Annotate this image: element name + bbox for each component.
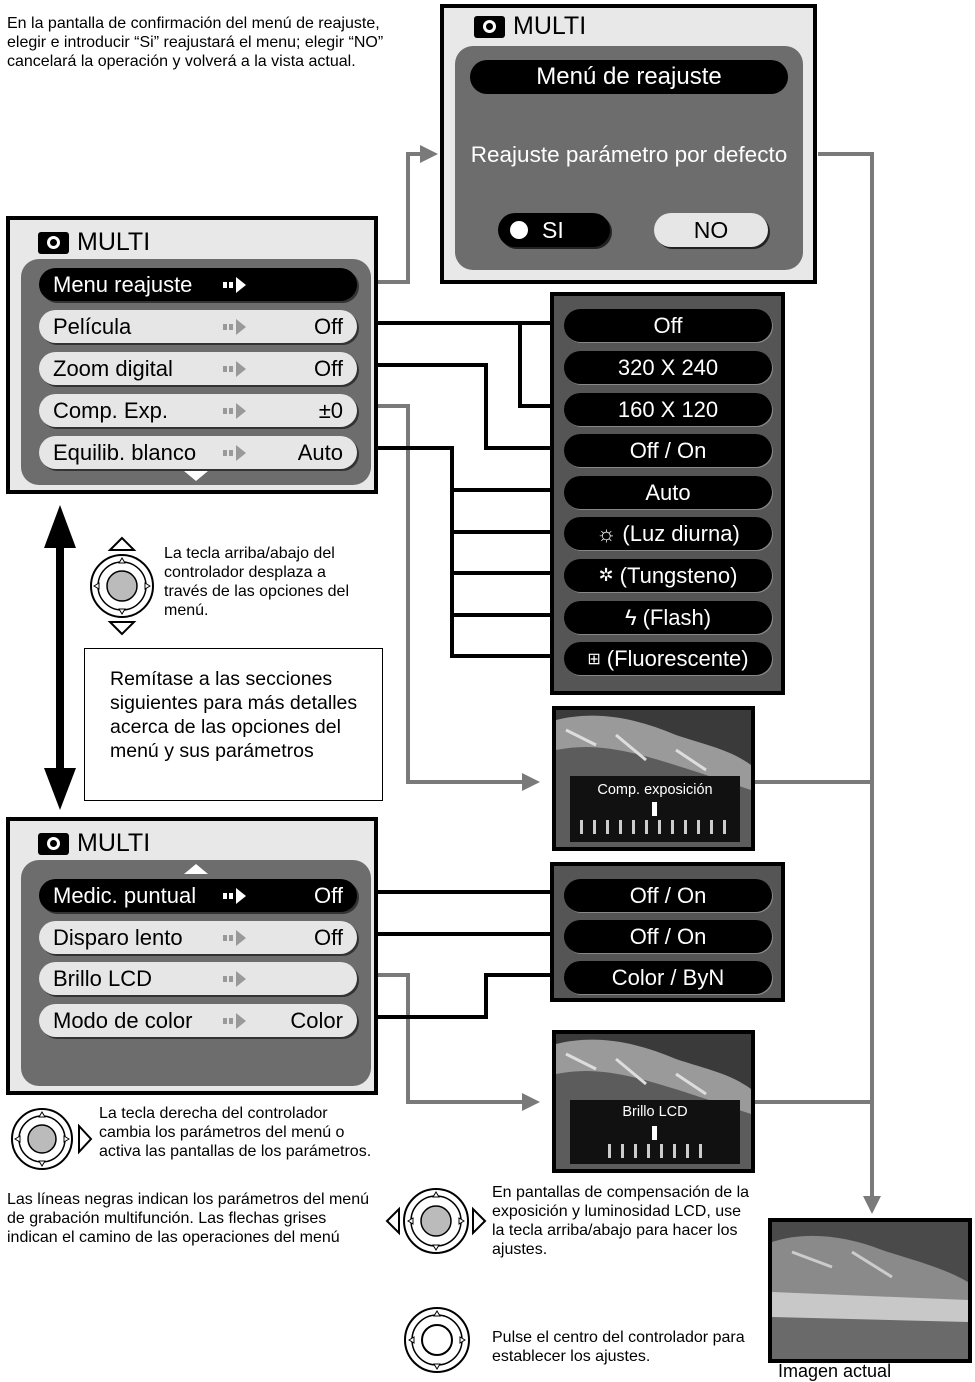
lcd-scale[interactable] — [608, 1144, 704, 1158]
exposure-indicator — [652, 802, 657, 816]
right-arrow-icon — [223, 971, 249, 987]
camera-icon — [474, 16, 505, 38]
live-image-caption: Imagen actual — [778, 1362, 891, 1381]
selected-dot-icon — [510, 221, 528, 239]
reference-box: Remítase a las secciones siguientes para… — [84, 648, 383, 801]
right-key-note-a: La tecla derecha del controlador cambia … — [99, 1104, 377, 1161]
lcd-indicator — [652, 1126, 657, 1140]
menu-item-reset[interactable]: Menu reajuste — [39, 268, 357, 301]
options-list-2: Off / On Off / On Color / ByN — [550, 862, 785, 1002]
reset-dialog: Menú de reajuste Reajuste parámetro por … — [455, 46, 803, 270]
multi-menu-page-2: MULTI Medic. puntual Off Disparo lento O… — [6, 817, 378, 1095]
right-arrow-icon — [223, 888, 249, 904]
option-320x240[interactable]: 320 X 240 — [564, 351, 772, 384]
option-spot-off-on[interactable]: Off / On — [564, 879, 772, 912]
exposure-scale[interactable] — [580, 820, 730, 834]
scroll-up-icon[interactable] — [184, 864, 208, 874]
option-off[interactable]: Off — [564, 309, 772, 342]
updown-note: La tecla arriba/abajo del controlador de… — [164, 544, 369, 620]
controller-right-icon — [7, 1104, 95, 1174]
sun-icon: ☼ — [596, 521, 616, 547]
flash-icon: ϟ — [625, 605, 637, 631]
option-tungsten[interactable]: ✲(Tungsteno) — [564, 559, 772, 592]
menu-item-exposure-comp[interactable]: Comp. Exp. ±0 — [39, 394, 357, 427]
right-arrow-icon — [223, 403, 249, 419]
option-160x120[interactable]: 160 X 120 — [564, 393, 772, 426]
no-button[interactable]: NO — [654, 213, 768, 247]
scroll-down-icon[interactable] — [184, 471, 208, 481]
exposure-comp-screen: Comp. exposición — [552, 706, 755, 851]
right-arrow-icon — [223, 930, 249, 946]
yes-button[interactable]: SI — [498, 213, 610, 247]
live-image — [768, 1218, 972, 1363]
option-color-bw[interactable]: Color / ByN — [564, 961, 772, 994]
option-daylight[interactable]: ☼(Luz diurna) — [564, 517, 772, 550]
multi-menu-page-1: MULTI Menu reajuste Película Off Zoom di… — [6, 216, 378, 494]
exposure-label: Comp. exposición — [570, 782, 740, 798]
controller-adjust-icon — [385, 1183, 487, 1259]
option-slow-off-on[interactable]: Off / On — [564, 920, 772, 953]
menu-title: MULTI — [38, 829, 150, 858]
menu-item-movie[interactable]: Película Off — [39, 310, 357, 343]
option-auto[interactable]: Auto — [564, 476, 772, 509]
screen-title: MULTI — [474, 12, 586, 41]
adjust-note: En pantallas de compensación de la expos… — [492, 1183, 754, 1259]
menu-item-lcd-brightness[interactable]: Brillo LCD — [39, 962, 357, 995]
landscape-photo — [772, 1222, 968, 1359]
center-note: Pulse el centro del controlador para est… — [492, 1328, 754, 1366]
controller-center-icon — [402, 1303, 472, 1377]
menu-item-color-mode[interactable]: Modo de color Color — [39, 1004, 357, 1037]
option-flash[interactable]: ϟ(Flash) — [564, 601, 772, 634]
menu-item-spot-metering[interactable]: Medic. puntual Off — [39, 879, 357, 912]
menu-title: MULTI — [38, 228, 150, 257]
option-off-on[interactable]: Off / On — [564, 434, 772, 467]
lcd-brightness-screen: Brillo LCD — [552, 1030, 755, 1173]
menu-item-digital-zoom[interactable]: Zoom digital Off — [39, 352, 357, 385]
controller-updown-icon — [88, 536, 156, 636]
tungsten-bulb-icon: ✲ — [599, 565, 614, 586]
lcd-label: Brillo LCD — [570, 1104, 740, 1120]
right-arrow-icon — [223, 445, 249, 461]
camera-icon — [38, 833, 69, 855]
reset-confirm-screen: MULTI Menú de reajuste Reajuste parámetr… — [440, 4, 817, 284]
menu-list: Menu reajuste Película Off Zoom digital … — [21, 259, 371, 485]
option-fluorescent[interactable]: ⊞(Fluorescente) — [564, 642, 772, 675]
right-key-note-b: Las líneas negras indican los parámetros… — [7, 1190, 377, 1247]
reset-header: Menú de reajuste — [470, 60, 788, 94]
menu-list: Medic. puntual Off Disparo lento Off Bri… — [21, 860, 371, 1086]
right-arrow-icon — [223, 361, 249, 377]
options-list-1: Off 320 X 240 160 X 120 Off / On Auto ☼(… — [550, 292, 785, 695]
right-arrow-icon — [223, 319, 249, 335]
menu-item-slow-shutter[interactable]: Disparo lento Off — [39, 921, 357, 954]
camera-icon — [38, 232, 69, 254]
right-arrow-icon — [223, 1013, 249, 1029]
reset-message: Reajuste parámetro por defecto — [455, 142, 803, 168]
fluorescent-icon: ⊞ — [587, 649, 600, 669]
menu-item-white-balance[interactable]: Equilib. blanco Auto — [39, 436, 357, 469]
right-arrow-icon — [223, 277, 249, 293]
